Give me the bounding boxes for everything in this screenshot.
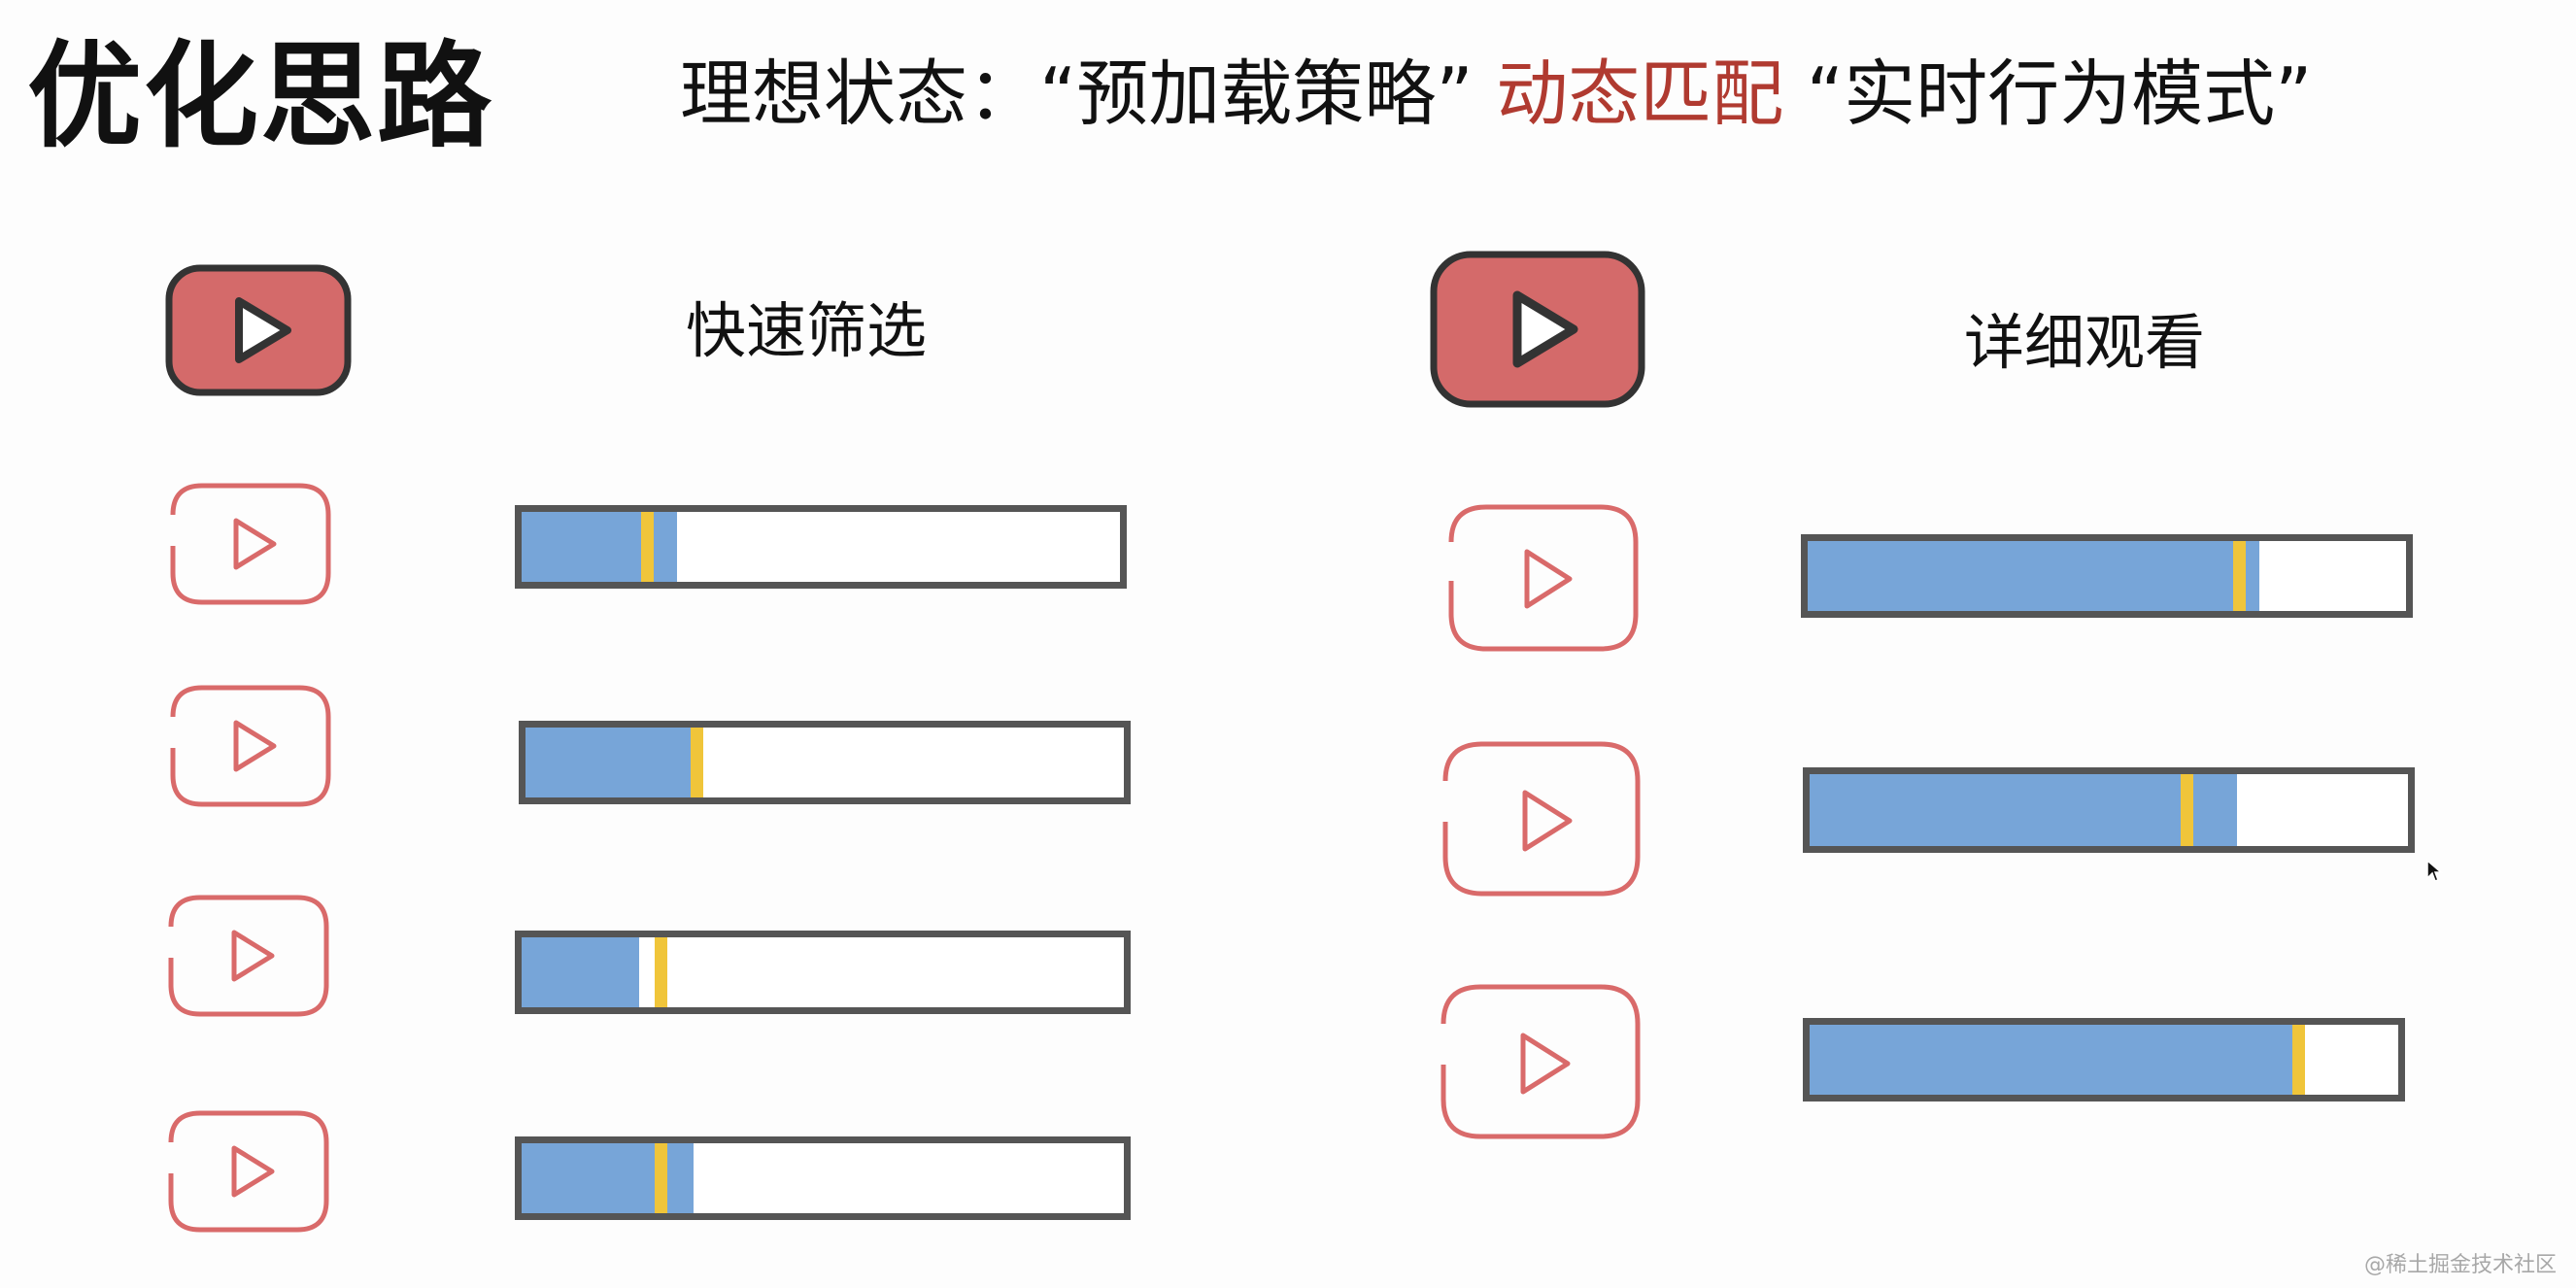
bar-fill [522, 1143, 694, 1213]
left-progress-bar-4 [515, 1136, 1131, 1220]
bar-marker [654, 1143, 667, 1213]
bar-marker [690, 728, 703, 797]
play-icon-left-2 [170, 685, 331, 807]
play-icon-left-header [165, 264, 352, 396]
bar-fill [522, 937, 639, 1007]
play-icon-right-3 [1441, 984, 1641, 1139]
play-icon-left-3 [168, 895, 329, 1017]
right-section-label: 详细观看 [1964, 307, 2206, 378]
left-progress-bar-1 [515, 505, 1127, 589]
bar-fill [1808, 541, 2260, 611]
right-progress-bar-3 [1803, 1018, 2405, 1102]
bar-marker [2181, 774, 2194, 846]
play-icon-right-header [1430, 251, 1645, 408]
bar-marker [654, 937, 667, 1007]
subtitle-part1: 理想状态：“预加载策略” [680, 52, 1474, 136]
bar-fill [1810, 774, 2238, 846]
mouse-cursor-icon [2426, 859, 2443, 882]
bar-fill [1810, 1025, 2298, 1095]
page-title: 优化思路 [27, 29, 494, 163]
left-progress-bar-3 [515, 931, 1131, 1014]
subtitle-part2: “实时行为模式” [1806, 52, 2313, 136]
bar-marker [2232, 541, 2246, 611]
play-icon-left-1 [170, 483, 331, 605]
play-icon-right-2 [1442, 741, 1641, 897]
bar-marker [2291, 1025, 2305, 1095]
right-progress-bar-1 [1801, 534, 2413, 618]
subtitle: 理想状态：“预加载策略” 动态匹配 “实时行为模式” [680, 58, 2312, 130]
play-icon-right-1 [1448, 504, 1639, 652]
left-section-label: 快速筛选 [686, 295, 928, 366]
watermark: @稀土掘金技术社区 [2363, 1253, 2557, 1277]
left-progress-bar-2 [519, 721, 1131, 804]
right-progress-bar-2 [1803, 767, 2415, 853]
bar-fill [525, 728, 696, 797]
subtitle-accent: 动态匹配 [1496, 52, 1784, 136]
play-icon-left-4 [168, 1110, 329, 1233]
bar-marker [641, 512, 655, 582]
